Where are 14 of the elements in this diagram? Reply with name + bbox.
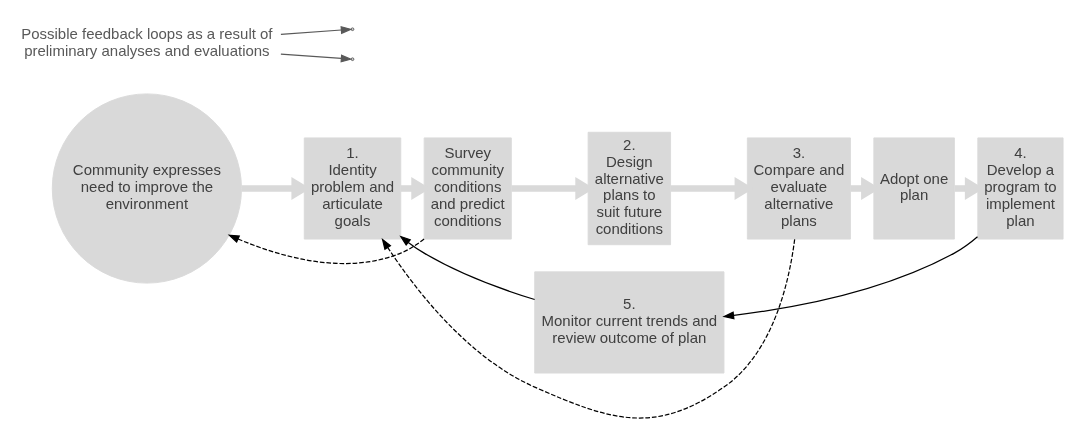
node-box: 5. Monitor current trends and review outcome of plan	[534, 271, 725, 374]
arrow	[399, 235, 536, 301]
node-box: 3. Compare and evaluate alternative plans	[746, 137, 851, 240]
arrow	[227, 234, 425, 265]
arrow	[381, 237, 796, 419]
node-box: 2. Design alternative plans to suit future conditions	[587, 131, 672, 246]
node-box: 1. Identity problem and articulate goals	[303, 137, 402, 240]
node-box: Adopt one plan	[873, 137, 955, 240]
arrow	[280, 25, 353, 36]
node-box: Survey community conditions and predict conditions	[423, 137, 512, 240]
node-text: Possible feedback loops as a result of preliminary analyses and evaluations	[21, 25, 273, 60]
arrow	[280, 53, 353, 63]
node-box: 4. Develop a program to implement plan	[977, 137, 1064, 240]
arrow	[722, 236, 979, 320]
